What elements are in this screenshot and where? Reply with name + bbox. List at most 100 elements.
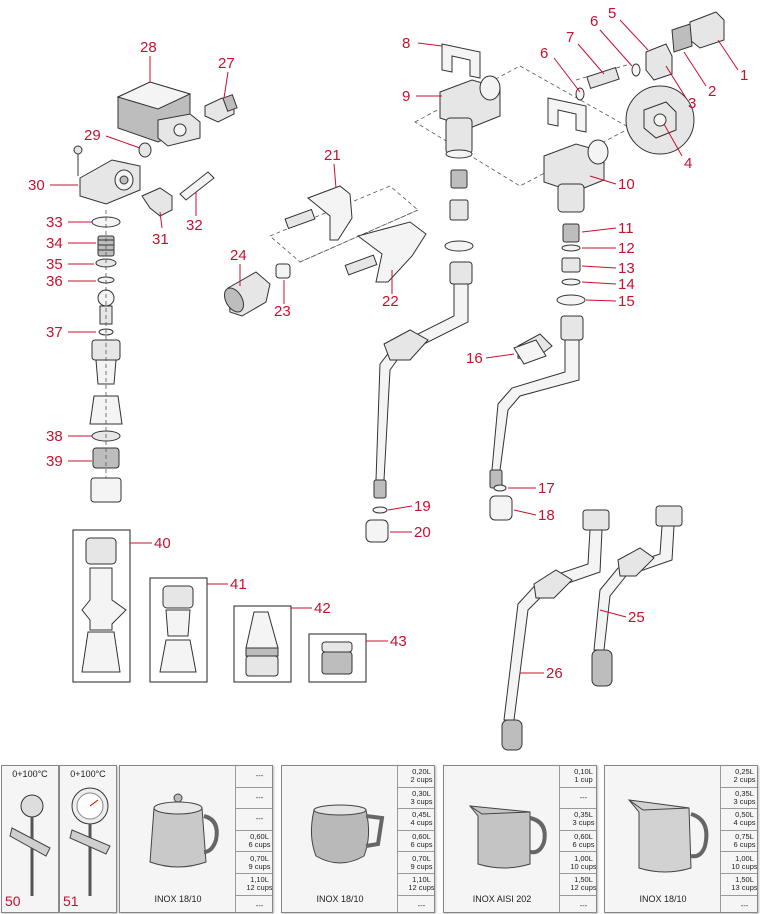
pitcher-lidded-icon bbox=[149, 793, 219, 868]
pitcher-material: INOX AISI 202 bbox=[472, 894, 532, 904]
steam-wands bbox=[501, 505, 683, 751]
callout-11: 11 bbox=[618, 220, 634, 237]
thermometer-panel-50: 0+100°C 50 bbox=[1, 765, 59, 913]
pitcher-belly-icon bbox=[310, 804, 385, 864]
callout-36: 36 bbox=[46, 273, 63, 290]
pitcher-material: INOX 18/10 bbox=[154, 894, 202, 904]
capacity-cell: --- bbox=[559, 787, 596, 810]
callout-26: 26 bbox=[546, 665, 563, 682]
callout-10: 10 bbox=[618, 176, 635, 193]
pitcher-tall-icon bbox=[627, 799, 709, 873]
callout-29: 29 bbox=[84, 127, 101, 144]
thermometer-code: 50 bbox=[5, 893, 21, 909]
pitcher-spout-icon bbox=[468, 805, 547, 869]
capacity-cell: --- bbox=[235, 809, 272, 831]
callout-38: 38 bbox=[46, 428, 63, 445]
callout-1: 1 bbox=[740, 67, 748, 84]
callout-15: 15 bbox=[618, 293, 635, 310]
callout-3: 3 bbox=[688, 95, 696, 112]
callout-34: 34 bbox=[46, 235, 63, 252]
callout-19: 19 bbox=[414, 498, 431, 515]
capacity-cell: --- bbox=[559, 895, 596, 912]
callout-6a: 6 bbox=[590, 13, 598, 30]
callout-8: 8 bbox=[402, 35, 410, 52]
accessory-boxes bbox=[72, 529, 367, 683]
capacity-cell: --- bbox=[235, 787, 272, 810]
callout-30: 30 bbox=[28, 177, 45, 194]
callout-21: 21 bbox=[324, 147, 341, 164]
callout-12: 12 bbox=[618, 240, 635, 257]
capacity-cell: --- bbox=[397, 895, 434, 912]
thermometer-dial-icon bbox=[69, 787, 111, 896]
callout-22: 22 bbox=[382, 293, 399, 310]
callout-24: 24 bbox=[230, 247, 247, 264]
pitcher-material: INOX 18/10 bbox=[316, 894, 364, 904]
callout-35: 35 bbox=[46, 256, 63, 273]
callout-40: 40 bbox=[154, 535, 171, 552]
steam-valves bbox=[224, 11, 725, 543]
capacity-cell: --- bbox=[235, 766, 272, 788]
thermometer-panel-51: 0+100°C 51 bbox=[59, 765, 117, 913]
callout-37: 37 bbox=[46, 324, 63, 341]
callout-leaders bbox=[50, 19, 739, 674]
callout-18: 18 bbox=[538, 507, 555, 524]
thermometer-code: 51 bbox=[63, 893, 79, 909]
thermometer-clip-icon bbox=[9, 794, 51, 896]
thermometer-range: 0+100°C bbox=[70, 769, 106, 779]
callout-20: 20 bbox=[414, 524, 431, 541]
callout-14: 14 bbox=[618, 276, 635, 293]
callout-4: 4 bbox=[684, 155, 692, 172]
callout-41: 41 bbox=[230, 576, 247, 593]
callout-33: 33 bbox=[46, 214, 63, 231]
callout-numbers: 1 2 3 4 5 6 6 7 8 9 10 11 12 13 14 15 16… bbox=[28, 5, 748, 682]
accessory-catalog: 0+100°C 50 0+100°C 51 INOX 18/10 --- -- bbox=[0, 762, 760, 914]
callout-6b: 6 bbox=[540, 45, 548, 62]
callout-7: 7 bbox=[566, 29, 574, 46]
callout-5: 5 bbox=[608, 5, 616, 22]
pitcher-material: INOX 18/10 bbox=[639, 894, 687, 904]
callout-9: 9 bbox=[402, 88, 410, 105]
callout-2: 2 bbox=[708, 83, 716, 100]
callout-16: 16 bbox=[466, 350, 483, 367]
solenoid-assembly bbox=[73, 81, 238, 503]
capacity-cell: --- bbox=[720, 895, 757, 912]
capacity-cell: --- bbox=[235, 895, 272, 912]
callout-28: 28 bbox=[140, 39, 157, 56]
callout-13: 13 bbox=[618, 260, 635, 277]
callout-25: 25 bbox=[628, 609, 645, 626]
callout-39: 39 bbox=[46, 453, 63, 470]
callout-27: 27 bbox=[218, 55, 235, 72]
thermometer-range: 0+100°C bbox=[12, 769, 48, 779]
callout-42: 42 bbox=[314, 600, 331, 617]
callout-23: 23 bbox=[274, 303, 291, 320]
callout-31: 31 bbox=[152, 231, 169, 248]
